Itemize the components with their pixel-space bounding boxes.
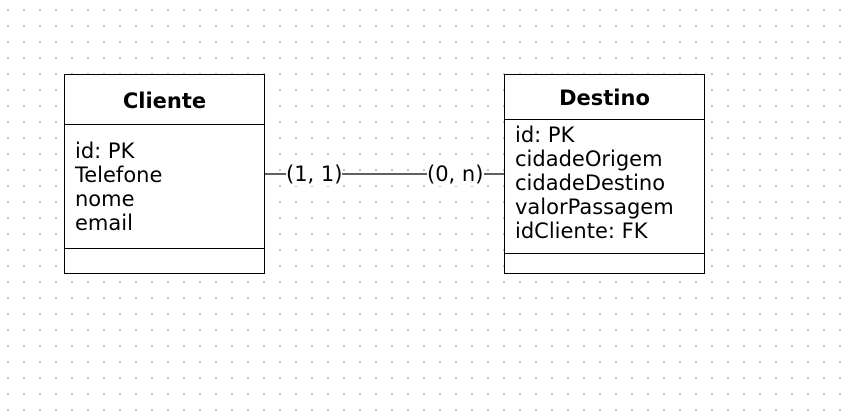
entity-cliente-title: Cliente — [65, 75, 264, 125]
attribute-email: email — [75, 211, 133, 235]
attribute-cidade-origem: cidadeOrigem — [515, 147, 663, 171]
entity-cliente-attributes: id: PK Telefone nome email — [65, 125, 264, 249]
attribute-valor-passagem: valorPassagem — [515, 195, 674, 219]
attribute-id-cliente: idCliente: FK — [515, 219, 648, 243]
entity-destino-title: Destino — [505, 75, 704, 120]
attribute-id: id: PK — [515, 123, 575, 147]
attribute-cidade-destino: cidadeDestino — [515, 171, 666, 195]
entity-destino[interactable]: Destino id: PK cidadeOrigem cidadeDestin… — [504, 74, 705, 274]
cardinality-right: (0, n) — [427, 162, 484, 186]
attribute-id: id: PK — [75, 139, 135, 163]
cardinality-left: (1, 1) — [286, 162, 343, 186]
attribute-nome: nome — [75, 187, 135, 211]
entity-destino-attributes: id: PK cidadeOrigem cidadeDestino valorP… — [505, 120, 704, 254]
entity-cliente[interactable]: Cliente id: PK Telefone nome email — [64, 74, 265, 274]
attribute-telefone: Telefone — [75, 163, 163, 187]
